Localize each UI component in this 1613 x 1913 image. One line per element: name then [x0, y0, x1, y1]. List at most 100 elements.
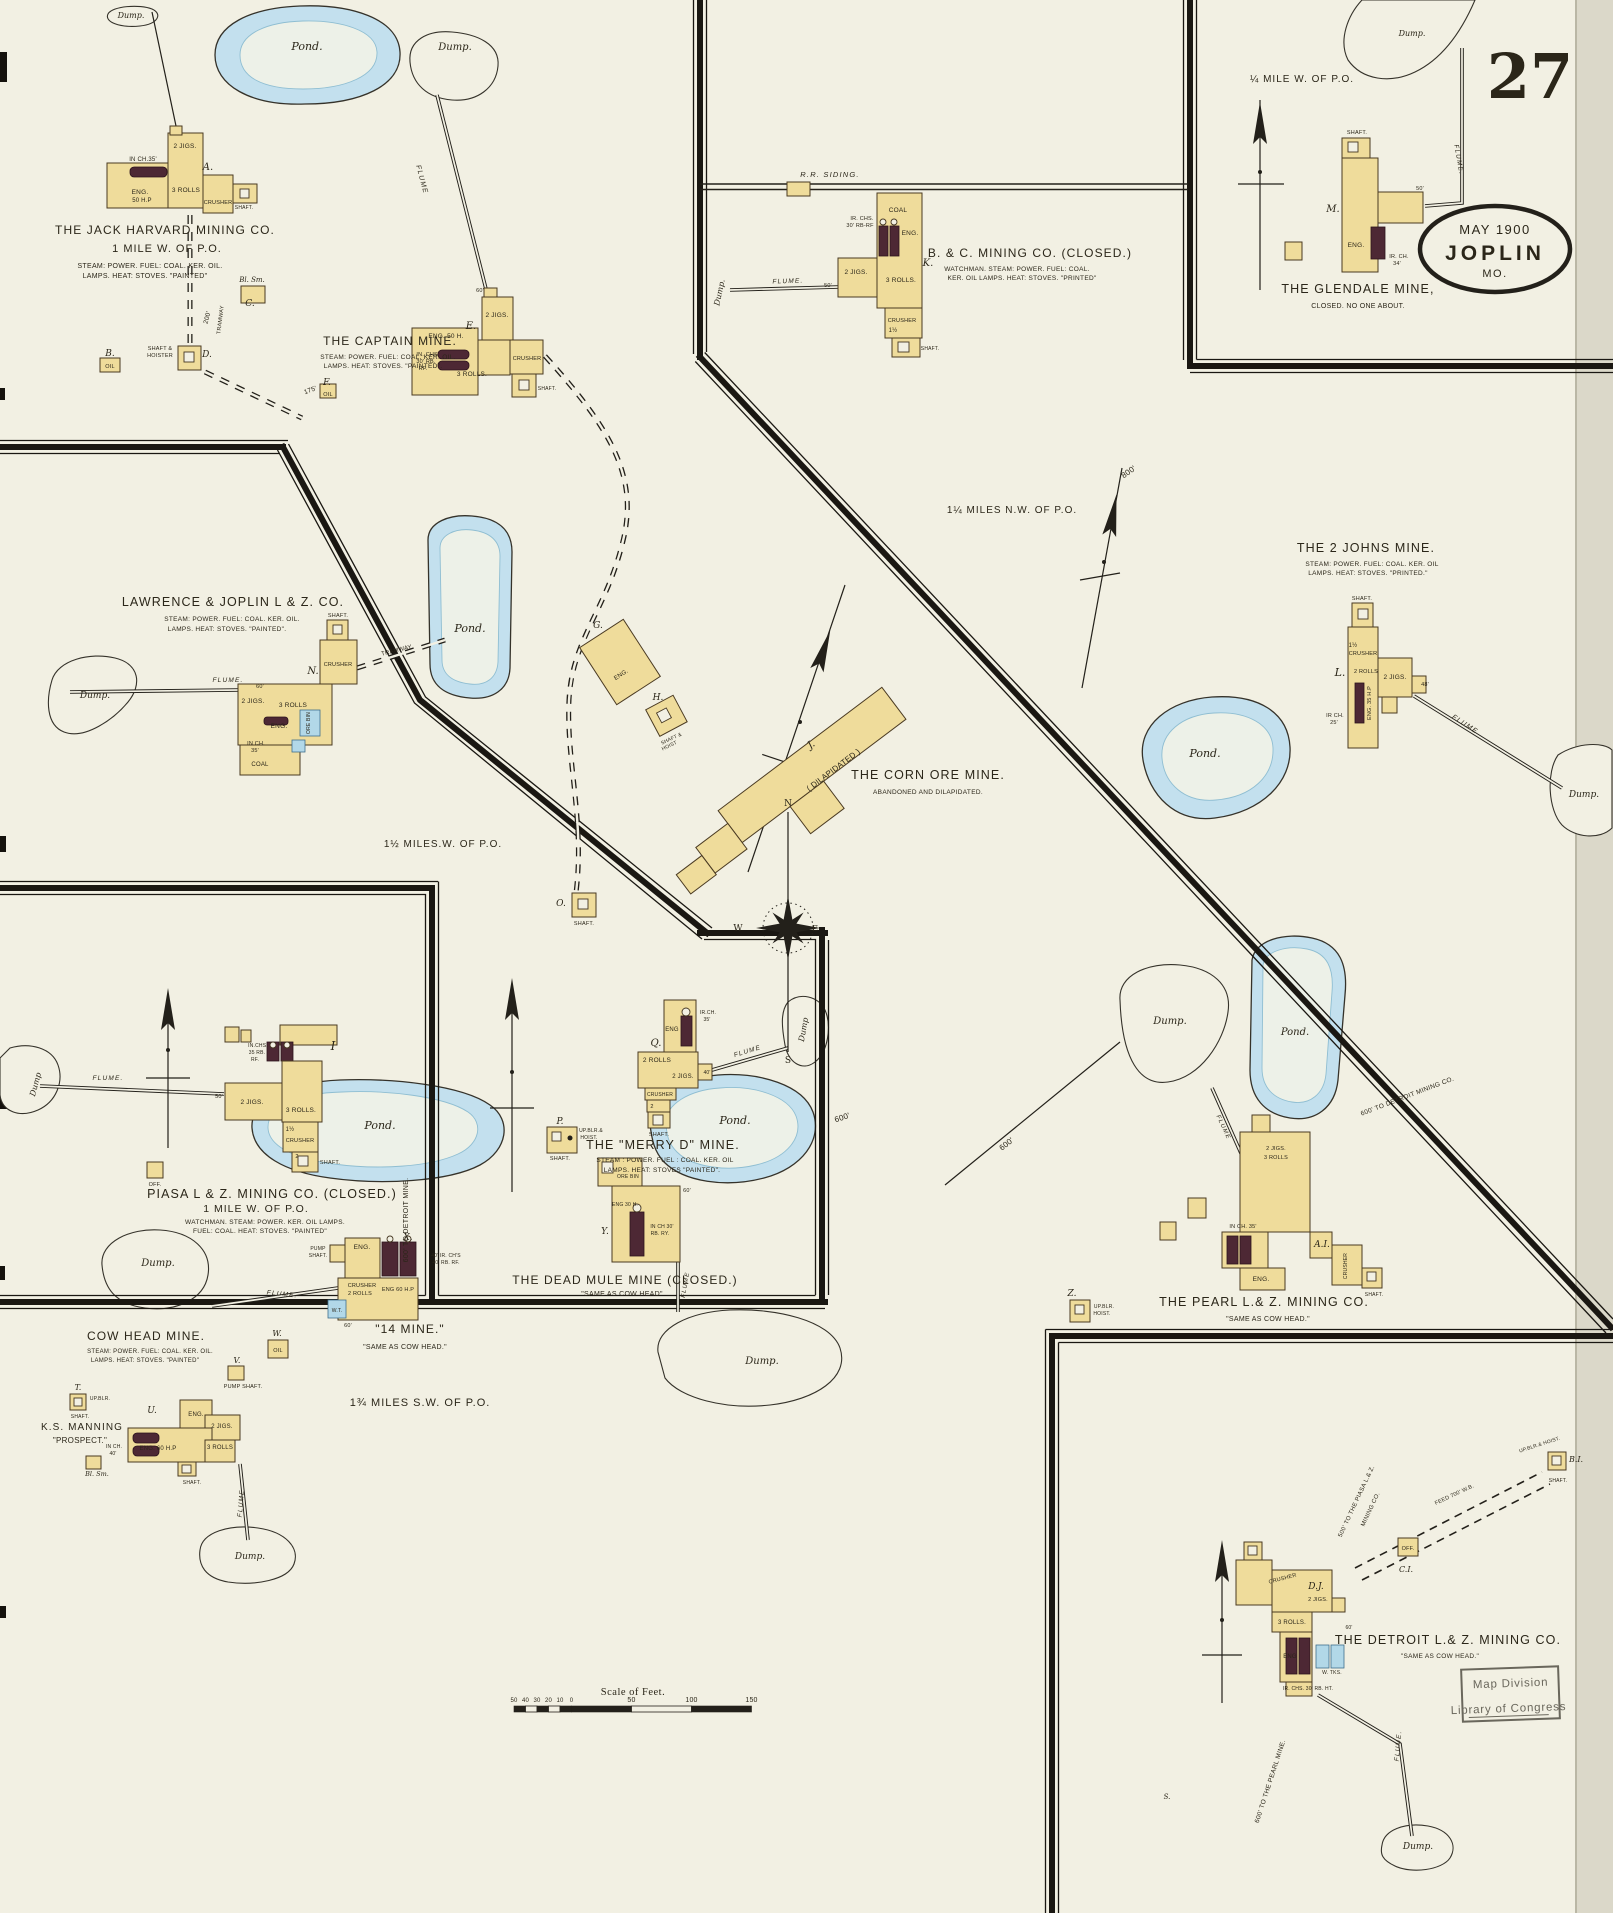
label-60: 60' — [344, 1323, 352, 1329]
label-1¼-miles-n-w-of-p-o: 1¼ MILES N.W. OF P.O. — [947, 504, 1077, 516]
scale-segment — [631, 1705, 692, 1713]
label-in-ch: IN CH. — [106, 1444, 122, 1450]
building-h-shaft-hoist — [645, 694, 688, 737]
label-shaft: SHAFT. — [574, 921, 594, 927]
building-glendale-mine — [1284, 137, 1424, 273]
page-number: 27 — [1487, 40, 1573, 113]
label-shaft: SHAFT. — [328, 613, 348, 619]
building-2-johns-mine — [1347, 602, 1427, 749]
page-edge-band — [1576, 0, 1613, 1913]
label-i: I — [330, 1039, 336, 1053]
label-50: 50' — [824, 283, 832, 289]
building-o-shaft — [571, 892, 597, 918]
label-w: W — [733, 924, 743, 934]
label-n: N — [784, 799, 792, 809]
label-crusher: CRUSHER — [513, 356, 542, 362]
label-pump-shaft: PUMP SHAFT. — [224, 1384, 263, 1390]
label-dump: Dump. — [79, 691, 110, 701]
label-coal: COAL — [889, 207, 908, 214]
label-2-rolls: 2 ROLLS — [1354, 669, 1378, 675]
label-k: K. — [922, 258, 934, 269]
label-2-jigs: 2 JIGS. — [241, 698, 264, 705]
label-b-i: B.I. — [1568, 1455, 1583, 1464]
label-lamps-heat-stoves-painted: LAMPS. HEAT: STOVES "PAINTED". — [604, 1167, 721, 1174]
label-d: D. — [201, 350, 212, 360]
label-steam-power-fuel-coal-ker-oil: STEAM: POWER. FUEL: COAL. KER. OIL. — [164, 616, 299, 623]
label-crusher: CRUSHER — [647, 1092, 673, 1098]
label-off: OFF. — [1402, 1546, 1415, 1552]
label-35: 35' — [251, 748, 259, 754]
building-ks-manning — [69, 1393, 241, 1477]
label-crusher: CRUSHER — [324, 662, 353, 668]
label-200: 200' — [203, 310, 213, 324]
label-2-rolls: 2 ROLLS — [643, 1057, 672, 1064]
label-10: 10 — [556, 1698, 564, 1704]
label-the-pearl-l-z-mining-co: THE PEARL L.& Z. MINING CO. — [1159, 1295, 1369, 1309]
label-shaft: SHAFT. — [1352, 596, 1372, 602]
railroad-siding — [700, 183, 1188, 191]
label-1-mile-w-of-p-o: 1 MILE W. OF P.O. — [203, 1203, 309, 1215]
label-pond: Pond. — [1188, 747, 1220, 760]
label-dump: Dump. — [1402, 1842, 1433, 1852]
date-stamp: MAY 1900 JOPLIN MO. — [1417, 203, 1573, 295]
label-oil: OIL — [273, 1348, 282, 1354]
building-jack-harvard — [99, 125, 266, 373]
stamp-state: MO. — [1482, 268, 1507, 280]
label-100: 100 — [685, 1697, 697, 1704]
scale-segment — [691, 1705, 752, 1713]
label-dump: Dump. — [1152, 1016, 1187, 1027]
label-p: P. — [555, 1117, 563, 1127]
label-eng-60-h-p: ENG 60 H.P — [382, 1287, 414, 1293]
label-rb-ry: RB. RY. — [651, 1231, 670, 1237]
flume-lines — [39, 11, 1563, 1837]
label-in-ch-35: IN CH. 35' — [1229, 1224, 1256, 1230]
dump-areas — [0, 0, 1613, 1871]
label-h: H. — [652, 693, 664, 703]
label-2: 2 — [650, 1104, 653, 1110]
label-2-jigs: 2 JIGS. — [672, 1074, 694, 1080]
label-eng: ENG. — [132, 189, 149, 196]
building-merry-d-mine — [546, 999, 713, 1154]
label-hoist: HOIST. — [1093, 1311, 1110, 1317]
label-off: OFF. — [149, 1182, 162, 1188]
label-g: G. — [593, 621, 603, 631]
dump-area — [0, 1045, 61, 1114]
label-crusher: CRUSHER — [1349, 651, 1378, 657]
label-rf: RF. — [419, 366, 428, 372]
label-cow-head-mine: COW HEAD MINE. — [87, 1329, 205, 1343]
label-dump: Dump. — [1568, 790, 1599, 800]
label-flume: FLUME. — [1394, 1730, 1404, 1762]
label-coal: COAL — [251, 762, 269, 768]
label-crusher: CRUSHER — [1343, 1253, 1349, 1279]
label-shaft: SHAFT. — [320, 1160, 340, 1166]
scale-segment — [536, 1705, 549, 1713]
label-ker-oil-lamps-heat-stoves-printed: KER. OIL LAMPS. HEAT: STOVES. "PRINTED" — [947, 275, 1097, 282]
label-dump: Dump. — [437, 42, 472, 53]
label-ir-ch: IR.CH. — [700, 1010, 716, 1016]
label-dump: Dump. — [744, 1356, 779, 1367]
label-1½-miles-w-of-p-o: 1½ MILES.W. OF P.O. — [384, 839, 502, 850]
label-lamps-heat-stoves-painted: LAMPS. HEAT: STOVES. "PAINTED". — [168, 626, 287, 633]
label-2-rolls: 2 ROLLS — [348, 1291, 372, 1297]
label-steam-power-fuel-coal-ker-oil: STEAM: POWER. FUEL: COAL. KER. OIL. — [87, 1349, 213, 1355]
label-eng-60-h-p: ENG. 60 H.P — [140, 1446, 177, 1452]
label-m: M. — [1325, 204, 1339, 215]
label-flume: FLUME. — [92, 1075, 123, 1082]
dump-area — [409, 31, 499, 101]
label-¼-mile-w-of-p-o: ¼ MILE W. OF P.O. — [1250, 73, 1354, 85]
label-flume: FLUME. — [772, 277, 803, 285]
label-ore-bin: ORE BIN — [306, 712, 312, 734]
label-50: 50' — [1416, 186, 1424, 192]
label-eng: ENG. — [1253, 1276, 1270, 1283]
label-2-jigs: 2 JIGS. — [1308, 1597, 1328, 1603]
label-50: 50 — [627, 1697, 635, 1704]
label-z: Z. — [1067, 1289, 1077, 1299]
label-ir-ch: IR CH. — [1326, 713, 1344, 719]
label-watchman-steam-power-ker-oil-lamps: WATCHMAN. STEAM: POWER. KER. OIL LAMPS. — [185, 1219, 345, 1226]
label-rf: RF. — [251, 1057, 259, 1063]
label-piasa-l-z-mining-co-closed: PIASA L & Z. MINING CO. (CLOSED.) — [147, 1187, 397, 1201]
